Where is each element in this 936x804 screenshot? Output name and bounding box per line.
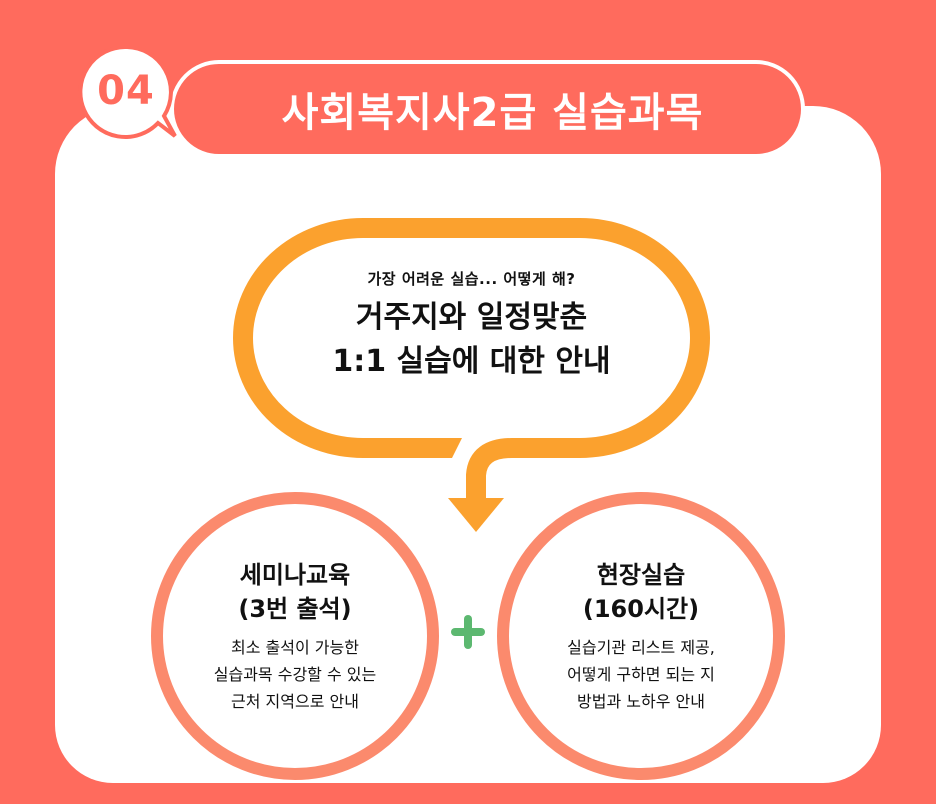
- circle-title: 현장실습 (160시간): [583, 558, 699, 626]
- speech-headline-line1: 거주지와 일정맞춘: [355, 300, 588, 335]
- page-title: 사회복지사2급 실습과목: [281, 90, 704, 136]
- circle-title: 세미나교육 (3번 출석): [238, 558, 351, 626]
- speech-bubble-content: 가장 어려운 실습... 어떻게 해? 거주지와 일정맞춘 1:1 실습에 대한…: [233, 268, 710, 384]
- seminar-education-circle: 세미나교육 (3번 출석) 최소 출석이 가능한 실습과목 수강할 수 있는 근…: [151, 492, 439, 780]
- speech-bubble-icon: [78, 46, 177, 139]
- circle-desc-line3: 방법과 노하우 안내: [577, 691, 705, 711]
- header-banner: 사회복지사2급 실습과목: [170, 60, 805, 158]
- circle-description: 최소 출석이 가능한 실습과목 수강할 수 있는 근처 지역으로 안내: [214, 634, 376, 715]
- circle-desc-line2: 실습과목 수강할 수 있는: [213, 664, 377, 684]
- plus-icon: [451, 615, 485, 649]
- circle-title-line1: 세미나교육: [239, 560, 351, 589]
- section-number-badge: 04: [78, 46, 188, 146]
- speech-headline-line2: 1:1 실습에 대한 안내: [332, 344, 611, 379]
- circle-title-line2: (160시간): [582, 594, 700, 623]
- speech-subtitle: 가장 어려운 실습... 어떻게 해?: [367, 270, 576, 288]
- circle-desc-line3: 근처 지역으로 안내: [231, 691, 359, 711]
- circle-desc-line1: 최소 출석이 가능한: [231, 637, 359, 657]
- circle-desc-line1: 실습기관 리스트 제공,: [567, 637, 715, 657]
- speech-headline: 거주지와 일정맞춘 1:1 실습에 대한 안내: [233, 296, 710, 384]
- circle-title-line1: 현장실습: [596, 560, 686, 589]
- circle-description: 실습기관 리스트 제공, 어떻게 구하면 되는 지 방법과 노하우 안내: [567, 634, 715, 715]
- circle-title-line2: (3번 출석): [238, 594, 352, 623]
- badge-number: 04: [97, 68, 155, 114]
- field-practice-circle: 현장실습 (160시간) 실습기관 리스트 제공, 어떻게 구하면 되는 지 방…: [497, 492, 785, 780]
- circle-desc-line2: 어떻게 구하면 되는 지: [567, 664, 715, 684]
